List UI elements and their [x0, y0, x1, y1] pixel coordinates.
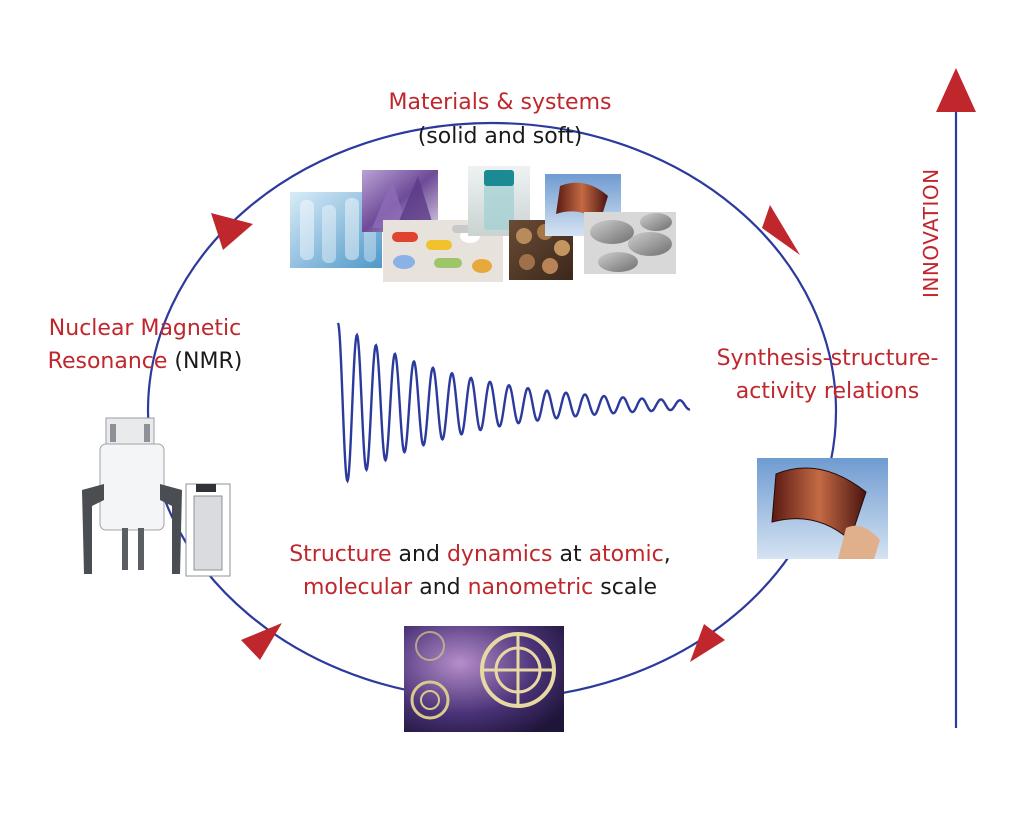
nmr-spectrometer-illustration	[82, 417, 231, 577]
nmr-resonance-text: Resonance	[47, 349, 168, 374]
materials-title: Materials & systems	[388, 90, 612, 115]
molecular-word: molecular	[303, 575, 413, 600]
arrowhead-top-left	[211, 213, 253, 250]
nmr-abbrev-text: (NMR)	[167, 349, 243, 374]
arrowhead-bottom-left	[241, 623, 282, 660]
arrowhead-top-right	[762, 205, 800, 255]
atomic-word: atomic	[588, 542, 664, 567]
glass-vial-photo	[468, 166, 530, 236]
fullerene-molecule-illustration	[404, 626, 564, 732]
innovation-label: INNOVATION	[919, 168, 943, 298]
nmr-line-1: Nuclear Magnetic	[48, 316, 242, 341]
nanometric-word: nanometric	[467, 575, 594, 600]
dynamics-word: dynamics	[446, 542, 553, 567]
nmr-label: Nuclear Magnetic Resonance (NMR)	[20, 312, 270, 378]
arrowhead-bottom-right	[690, 624, 725, 662]
structure-line-2: molecular and nanometric scale	[250, 571, 710, 604]
synthesis-line-2: activity relations	[735, 379, 920, 404]
structure-word: Structure	[289, 542, 392, 567]
structure-label: Structure and dynamics at atomic, molecu…	[250, 538, 710, 604]
fid-signal-graphic	[336, 322, 691, 484]
comma: ,	[663, 542, 671, 567]
flexible-electronics-photo	[757, 458, 888, 559]
structure-line-1: Structure and dynamics at atomic,	[250, 538, 710, 571]
innovation-arrow-head	[936, 68, 976, 112]
scale-word: scale	[593, 575, 657, 600]
and-word-1: and	[391, 542, 447, 567]
nmr-line-2: Resonance (NMR)	[20, 345, 270, 378]
materials-subtitle: (solid and soft)	[417, 124, 583, 149]
materials-collage	[290, 166, 676, 282]
synthesis-label: Synthesis-structure- activity relations	[690, 342, 965, 408]
at-word: at	[552, 542, 589, 567]
synthesis-line-1: Synthesis-structure-	[716, 346, 939, 371]
ceramic-bowls-photo	[584, 212, 676, 274]
and-word-2: and	[412, 575, 468, 600]
